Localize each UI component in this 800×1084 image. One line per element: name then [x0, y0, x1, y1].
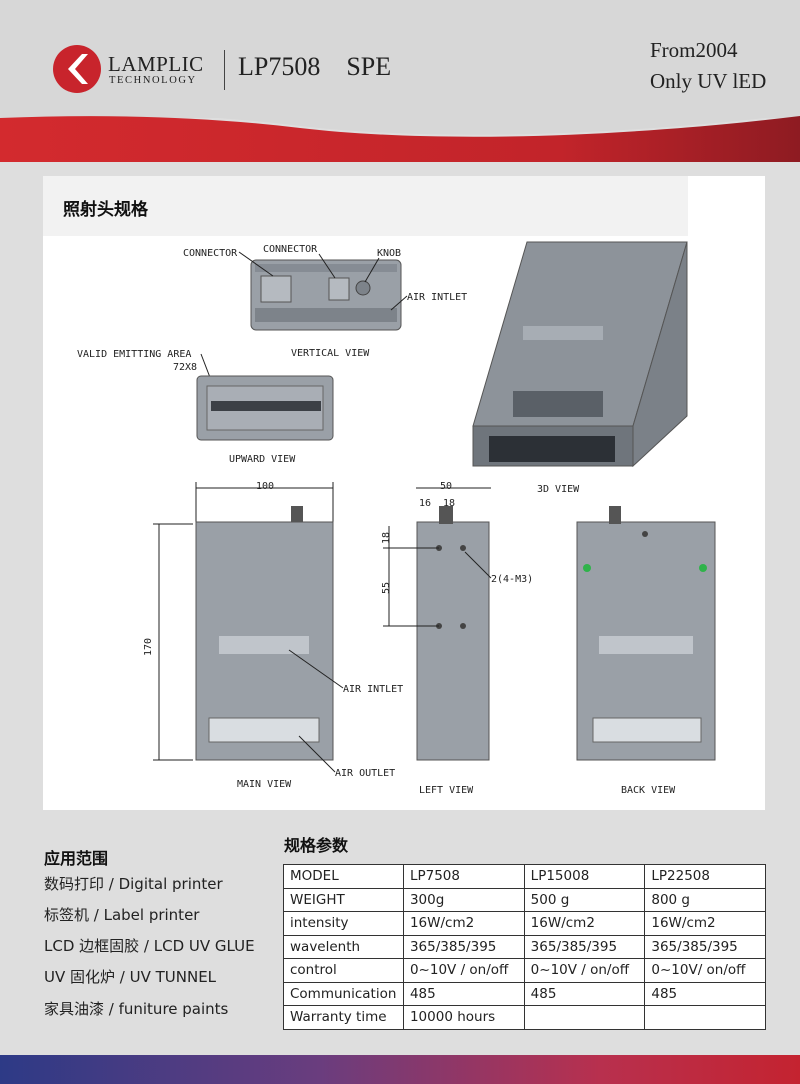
table-cell: Communication [283, 981, 404, 1006]
table-cell: LP22508 [644, 864, 766, 889]
application-item: 家具油漆 / funiture paints [44, 1000, 229, 1018]
connector-label-1: CONNECTOR [183, 248, 238, 259]
brand-sub: TECHNOLOGY [109, 75, 197, 86]
table-cell: 485 [523, 981, 646, 1006]
connector-label-2: CONNECTOR [263, 244, 318, 255]
dim-18-top: 18 [443, 498, 455, 509]
table-cell: 0~10V / on/off [402, 958, 525, 983]
vertical-view [250, 259, 402, 331]
air-inlet-main-label: AIR INTLET [343, 684, 403, 695]
table-row: Warranty time 10000 hours [283, 1005, 766, 1030]
table-cell: 16W/cm2 [523, 911, 646, 936]
table-cell: 365/385/395 [523, 934, 646, 959]
table-cell: 365/385/395 [644, 934, 766, 959]
table-cell: wavelenth [283, 934, 404, 959]
air-outlet-label: AIR OUTLET [335, 768, 395, 779]
vertical-view-label: VERTICAL VIEW [291, 348, 370, 359]
table-cell: 300g [402, 887, 525, 912]
table-cell: 16W/cm2 [644, 911, 766, 936]
table-cell: 10000 hours [402, 1005, 525, 1030]
table-cell: control [283, 958, 404, 983]
table-cell: intensity [283, 911, 404, 936]
main-view-label: MAIN VIEW [237, 779, 292, 790]
dim-100: 100 [256, 481, 274, 492]
back-view-label: BACK VIEW [621, 785, 676, 796]
table-cell [523, 1005, 646, 1030]
panel-title: 照射头规格 [63, 200, 148, 220]
upward-view-label: UPWARD VIEW [229, 454, 296, 465]
three-d-view [472, 241, 688, 468]
main-view [153, 482, 334, 761]
upward-view [196, 375, 334, 441]
spec-table: MODEL LP7508 LP15008 LP22508 WEIGHT 300g… [283, 864, 766, 1030]
table-row: wavelenth 365/385/395 365/385/395 365/38… [283, 934, 766, 959]
tagline-only: Only UV lED [650, 69, 767, 93]
table-cell: 500 g [523, 887, 646, 912]
table-cell: 0~10V / on/off [523, 958, 646, 983]
bottom-gradient-bar [0, 1055, 800, 1084]
specs-title: 规格参数 [284, 836, 349, 855]
technical-drawing: CONNECTOR CONNECTOR KNOB AIR INTLET VERT… [77, 241, 716, 796]
applications-title: 应用范围 [44, 849, 109, 868]
panel-header: 照射头规格 [43, 176, 688, 236]
dim-50: 50 [440, 481, 452, 492]
model-title: LP7508 SPE [238, 52, 392, 81]
table-cell: Warranty time [283, 1005, 404, 1030]
table-cell: 485 [402, 981, 525, 1006]
brand-name: LAMPLIC [108, 52, 204, 76]
dim-55: 55 [381, 582, 392, 594]
table-row: MODEL LP7508 LP15008 LP22508 [283, 864, 766, 889]
red-swoosh-banner [0, 112, 800, 162]
application-item: LCD 边框固胶 / LCD UV GLUE [44, 937, 255, 955]
table-row: intensity 16W/cm2 16W/cm2 16W/cm2 [283, 911, 766, 936]
three-d-view-label: 3D VIEW [537, 484, 580, 495]
table-cell: 485 [644, 981, 766, 1006]
table-cell: 800 g [644, 887, 766, 912]
table-row: WEIGHT 300g 500 g 800 g [283, 887, 766, 912]
table-cell: 365/385/395 [402, 934, 525, 959]
table-cell: 0~10V/ on/off [644, 958, 766, 983]
table-cell: LP15008 [523, 864, 646, 889]
dim-16: 16 [419, 498, 431, 509]
table-cell [644, 1005, 766, 1030]
drawing-panel: 照射头规格 CONNECTOR CONNECTOR KNOB AIR INTLE… [43, 176, 765, 810]
knob-label: KNOB [377, 248, 401, 259]
lamplic-logo-icon [53, 45, 101, 93]
table-cell: 16W/cm2 [402, 911, 525, 936]
header: LAMPLIC TECHNOLOGY LP7508 SPE From2004 O… [0, 0, 800, 118]
dim-170: 170 [143, 638, 154, 656]
valid-size-label: 72X8 [173, 362, 197, 373]
application-item: UV 固化炉 / UV TUNNEL [44, 968, 217, 986]
valid-area-label: VALID EMITTING AREA [77, 349, 191, 360]
table-cell: WEIGHT [283, 887, 404, 912]
dim-18-side: 18 [381, 532, 392, 544]
application-item: 数码打印 / Digital printer [44, 875, 223, 893]
air-inlet-top-label: AIR INTLET [407, 292, 467, 303]
header-divider [224, 50, 225, 90]
application-item: 标签机 / Label printer [44, 906, 200, 924]
table-row: control 0~10V / on/off 0~10V / on/off 0~… [283, 958, 766, 983]
table-row: Communication 485 485 485 [283, 981, 766, 1006]
table-cell: MODEL [283, 864, 404, 889]
back-view [576, 506, 716, 761]
screw-note-label: 2(4-M3) [491, 574, 533, 585]
tagline-from: From2004 [650, 38, 738, 62]
left-view-label: LEFT VIEW [419, 785, 474, 796]
left-view [383, 487, 491, 761]
table-cell: LP7508 [402, 864, 525, 889]
